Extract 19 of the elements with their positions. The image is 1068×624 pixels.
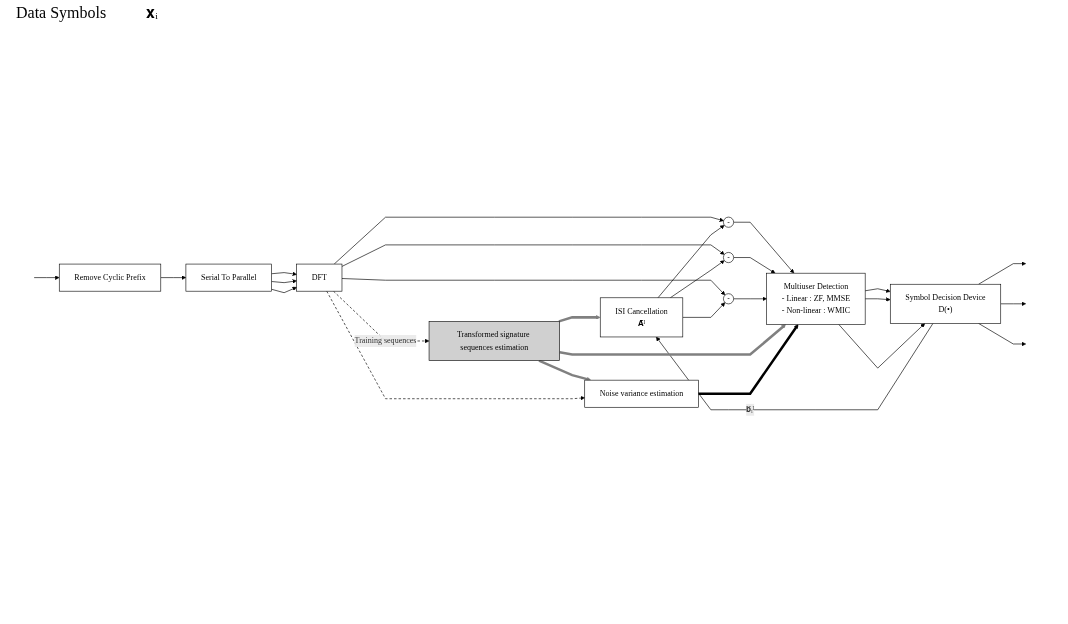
arrow — [558, 315, 601, 323]
node-box: Symbol Decision Device D(•) — [890, 283, 1002, 324]
node-box: DFT — [296, 263, 343, 292]
node-box: Multiuser Detection - Linear : ZF, MMSE - Non-linear : WMIC — [766, 272, 866, 325]
node-circle: - — [723, 252, 734, 263]
annotation-text: 𝐱ᵢ — [146, 4, 158, 22]
arrow — [559, 324, 786, 356]
node-box: Noise variance estimation — [584, 379, 699, 408]
arrow — [538, 359, 592, 382]
annotation-text: Data Symbols — [16, 4, 107, 22]
arrow — [698, 324, 799, 395]
edge-label: Training sequences — [354, 336, 417, 345]
node-box: ISI Cancellation 𝐀̄ᴵ — [599, 297, 684, 338]
node-circle: - — [723, 216, 734, 228]
node-box: Serial To Parallel — [185, 263, 272, 292]
node-box: Transformed signature sequences estimation — [428, 321, 560, 361]
edge-label: 𝐛̂ᵢᴵ — [746, 405, 755, 414]
node-circle: - — [723, 293, 734, 305]
node-box: Remove Cyclic Prefix — [58, 263, 162, 292]
